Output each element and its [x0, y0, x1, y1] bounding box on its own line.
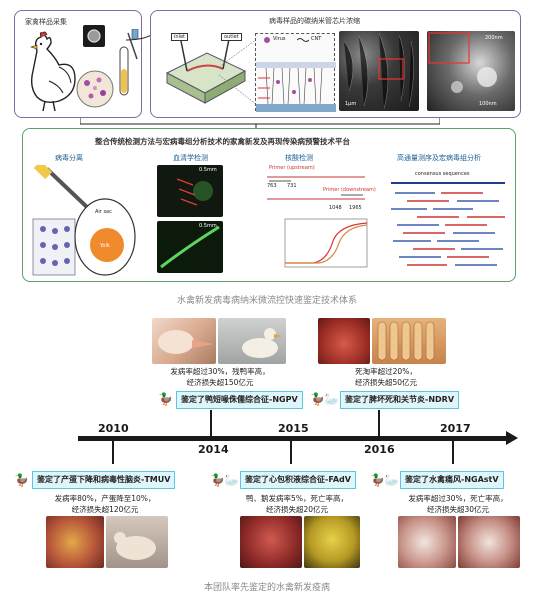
virus-sample-circle — [76, 70, 114, 108]
isolation-title: 病毒分离 — [55, 154, 83, 162]
photo-ngastv-gout — [398, 516, 456, 568]
serology-scale-1: 0.5mm — [199, 167, 217, 173]
sem1-scale: 1μm — [345, 101, 357, 107]
fadv-stat-line-2: 经济损失超20亿元 — [265, 505, 329, 514]
disease-ndrv: 鉴定了脾坏死和关节炎-NDRV — [340, 391, 460, 409]
duck-icon: 🦆 — [158, 392, 173, 406]
serology-image-1: 0.5mm — [157, 165, 223, 217]
goose-icon: 🦢 — [324, 392, 339, 406]
year-2016: 2016 — [364, 443, 395, 456]
tick-2015 — [290, 438, 292, 464]
virus-em-image — [83, 25, 105, 47]
pos-2: 731 — [287, 183, 297, 189]
yolk-label: Yolk — [100, 243, 110, 249]
sem-image-cnt: 1μm — [339, 31, 419, 111]
nucleic-title: 核酸检测 — [285, 154, 313, 162]
tick-2010 — [112, 438, 114, 464]
photo-fadv-heart — [240, 516, 302, 568]
photo-tmuv-ovary — [46, 516, 104, 568]
sem3-scale: 100nm — [479, 101, 497, 107]
serology-title: 血清学检测 — [173, 154, 208, 162]
photo-ngpv-duck-beak — [152, 318, 216, 364]
pos-1: 763 — [267, 183, 277, 189]
year-2010: 2010 — [98, 422, 129, 435]
egg-inoculation-illustration — [32, 165, 136, 276]
sequencing-title: 高通量测序及宏病毒组分析 — [397, 154, 481, 162]
timeline-axis — [78, 436, 508, 441]
panel-sample-collection: 家禽样品采集 — [14, 10, 142, 118]
ndrv-stats: 死淘率超过20%， 经济损失超50亿元 — [346, 366, 426, 388]
test-tube-icon — [119, 29, 139, 96]
legend-virus: Virus — [273, 36, 286, 42]
primer-down-label: Primer (downstream) — [323, 187, 376, 193]
tmuv-stat-line-1: 发病率80%，产蛋降至10%， — [54, 494, 156, 503]
microfluidic-chip-illustration — [165, 38, 247, 104]
timeline-arrow-icon — [506, 431, 518, 445]
serology-scale-2: 0.5mm — [199, 223, 217, 229]
photo-ngastv-tissue — [458, 516, 520, 568]
photo-ngpv-duck — [218, 318, 286, 364]
year-2014: 2014 — [198, 443, 229, 456]
caption-top: 水禽新发病毒病纳米微流控快速鉴定技术体系 — [176, 296, 357, 306]
tick-2017 — [452, 438, 454, 464]
panel-platform: 整合传统检测方法与宏病毒组分析技术的家禽新发及再现传染病预警技术平台 病毒分离 … — [22, 128, 516, 282]
chip-outlet-label: outlet — [221, 33, 242, 41]
fadv-stat-line-1: 鸭、鹅发病率5%，死亡率高， — [246, 494, 348, 503]
consensus-label: consensus sequences — [415, 171, 470, 177]
disease-ngpv: 鉴定了鸭短喙侏儒综合征-NGPV — [176, 391, 303, 409]
virus-legend-icon — [264, 37, 270, 43]
year-2015: 2015 — [278, 422, 309, 435]
tmuv-stat-line-2: 经济损失超120亿元 — [71, 505, 139, 514]
fadv-stats: 鸭、鹅发病率5%，死亡率高， 经济损失超20亿元 — [232, 493, 362, 515]
pos-3: 1048 — [329, 205, 342, 211]
chicken-illustration — [30, 31, 76, 112]
duck-icon: 🦆 — [310, 392, 325, 406]
ngastv-stat-line-2: 经济损失超30亿元 — [426, 505, 490, 514]
channel-schematic — [255, 33, 336, 112]
photo-tmuv-duck — [106, 516, 168, 568]
disease-fadv: 鉴定了心包积液综合征-FAdV — [240, 471, 356, 489]
primer-diagram — [267, 176, 365, 200]
cnt-legend-icon — [297, 38, 309, 42]
ngpv-stat-line-1: 发病率超过30%，残鸭率高， — [170, 367, 270, 376]
photo-ndrv-spleen — [318, 318, 370, 364]
duck-icon: 🦆 — [210, 473, 225, 487]
goose-icon: 🦢 — [384, 473, 399, 487]
duck-icon: 🦆 — [14, 473, 29, 487]
pcr-curve-chart — [284, 218, 368, 268]
photo-ndrv-legs — [372, 318, 446, 364]
panel-sample-collection-title: 家禽样品采集 — [25, 18, 67, 26]
legend-cnt: CNT — [311, 36, 322, 42]
panel-platform-title: 整合传统检测方法与宏病毒组分析技术的家禽新发及再现传染病预警技术平台 — [95, 137, 350, 146]
panel-cnt-chip: 病毒样品的碳纳米管芯片浓缩 inlet outlet — [150, 10, 521, 118]
ngpv-stat-line-2: 经济损失超150亿元 — [186, 378, 254, 387]
zoom-lines-icon — [218, 38, 258, 106]
sem-image-virus-zoom: 200nm 100nm — [427, 31, 515, 111]
chip-inlet-label: inlet — [171, 33, 188, 41]
ngpv-stats: 发病率超过30%，残鸭率高， 经济损失超150亿元 — [158, 366, 282, 388]
serology-image-2: 0.5mm — [157, 221, 223, 273]
caption-bottom: 本团队率先鉴定的水禽新发疫病 — [203, 583, 330, 593]
disease-tmuv: 鉴定了产蛋下降和病毒性脑炎-TMUV — [32, 471, 176, 489]
ngastv-stat-line-1: 发病率超过30%，死亡率高， — [408, 494, 508, 503]
air-sac-label: Air sac — [95, 209, 112, 215]
sequencing-reads-illustration — [391, 182, 505, 266]
ndrv-stat-line-1: 死淘率超过20%， — [355, 367, 417, 376]
ndrv-stat-line-2: 经济损失超50亿元 — [354, 378, 418, 387]
duck-icon: 🦆 — [370, 473, 385, 487]
year-2017: 2017 — [440, 422, 471, 435]
disease-ngastv: 鉴定了水禽痛风-NGAstV — [400, 471, 504, 489]
primer-up-label: Primer (upstream) — [269, 165, 315, 171]
photo-fadv-liver — [304, 516, 360, 568]
tick-2016 — [378, 410, 380, 438]
goose-icon: 🦢 — [224, 473, 239, 487]
ngastv-stats: 发病率超过30%，死亡率高， 经济损失超30亿元 — [398, 493, 518, 515]
sem2-scale: 200nm — [485, 35, 503, 41]
tick-2014 — [210, 410, 212, 438]
tmuv-stats: 发病率80%，产蛋降至10%， 经济损失超120亿元 — [40, 493, 170, 515]
panel-cnt-chip-title: 病毒样品的碳纳米管芯片浓缩 — [269, 17, 360, 25]
cnt-forest-illustration — [256, 62, 336, 112]
pos-4: 1965 — [349, 205, 362, 211]
